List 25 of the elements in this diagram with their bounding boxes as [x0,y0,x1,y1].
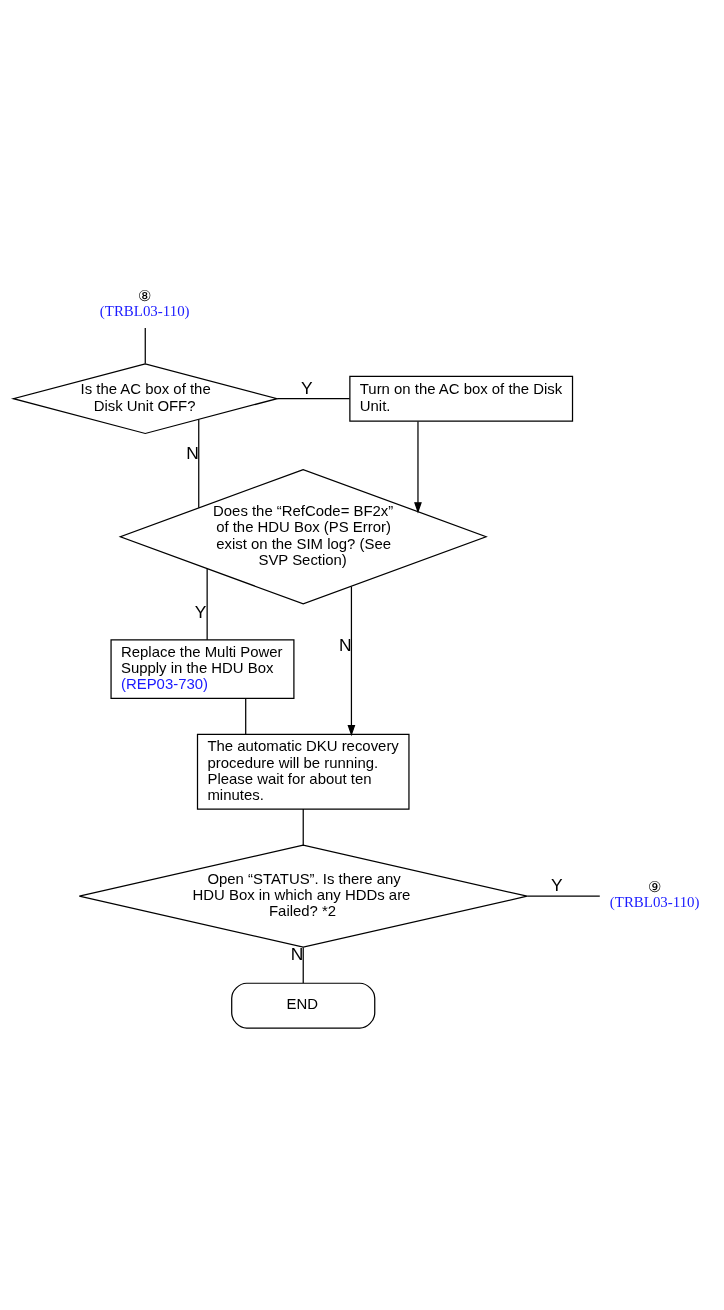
node-box: Turn on the AC box of the Disk Unit. [349,375,574,422]
connector [245,697,247,735]
arrow [347,585,356,736]
node-text: ⑨ [648,877,662,895]
node-diamond: Does the “RefCode= BF2x” of the HDU Box (PS Error) exist on the SIM log? (See SVP Section) [118,468,488,605]
node-diamond: Is the AC box of the Disk Unit OFF? [11,362,280,434]
connector [144,326,146,364]
edge-label: Y [301,377,313,398]
node-label: (TRBL03-110) [99,302,190,319]
node-box: The automatic DKU recovery procedure will be running. Please wait for about ten minutes. [196,733,410,810]
node-text: ⑧ [138,286,152,304]
connector [198,418,200,508]
connector [206,567,208,640]
node-diamond: Open “STATUS”. Is there any HDU Box in which any HDDs are Failed? *2 [78,844,528,948]
edge-label: N [186,442,199,463]
connector [302,808,304,846]
connector [526,895,601,897]
node-label: (TRBL03-110) [609,893,700,910]
edge-label: N [338,634,352,655]
arrow [414,420,422,513]
connector [276,397,351,399]
edge-label: Y [551,874,563,895]
node-box: Replace the Multi Power Supply in the HDU Box (REP03-730) [110,638,295,699]
node-box: END [231,982,376,1029]
connector [302,946,304,984]
